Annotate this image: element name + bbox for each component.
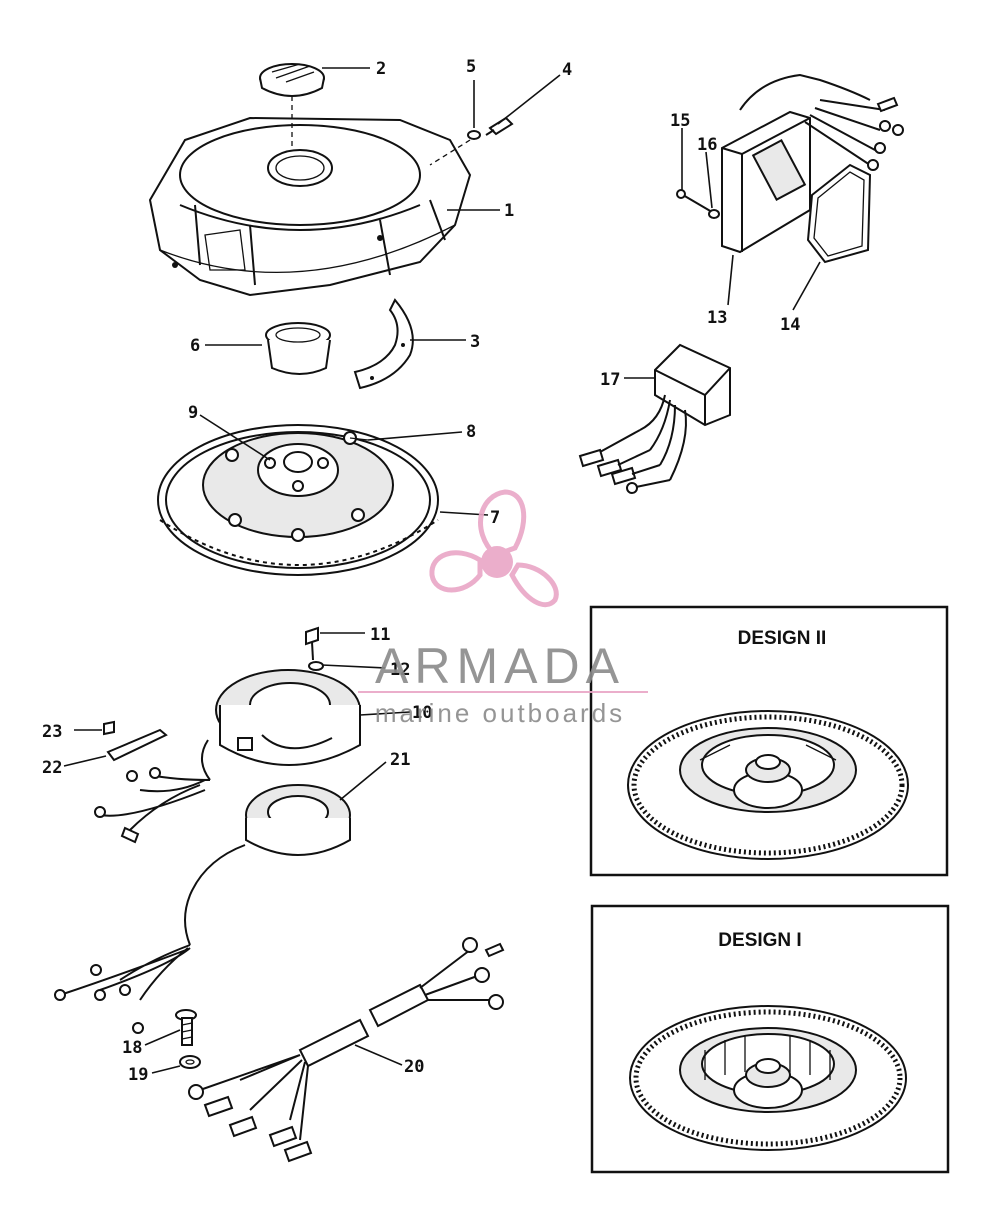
trigger-21 xyxy=(184,784,351,946)
callout-labels: 1 2 3 4 5 6 7 8 9 10 11 12 13 14 15 16 1… xyxy=(42,57,800,1085)
callout-20: 20 xyxy=(404,1057,424,1077)
design-i-flywheel xyxy=(629,1005,907,1151)
flywheel-cover xyxy=(148,116,472,297)
callout-19: 19 xyxy=(128,1065,148,1085)
callout-3: 3 xyxy=(470,332,480,352)
armada-watermark: ARMADA marine outboards xyxy=(358,489,648,728)
gasket-14 xyxy=(806,163,872,264)
screw-15 xyxy=(676,189,713,213)
callout-8: 8 xyxy=(466,422,476,442)
clip-22 xyxy=(106,728,168,762)
cover-cap xyxy=(259,63,325,150)
propeller-logo xyxy=(429,489,559,608)
callout-9: 9 xyxy=(188,403,198,423)
bushing-6 xyxy=(265,322,331,375)
rectifier-17 xyxy=(578,343,731,494)
design-ii-title: DESIGN II xyxy=(738,628,827,649)
harness-20 xyxy=(188,937,505,1163)
callout-17: 17 xyxy=(600,370,620,390)
callout-22: 22 xyxy=(42,758,62,778)
callout-14: 14 xyxy=(780,315,800,335)
screw-23 xyxy=(103,720,115,736)
washer-19 xyxy=(179,1055,201,1069)
watermark-brand: ARMADA xyxy=(375,638,625,694)
design-i-panel: DESIGN I xyxy=(590,904,950,1174)
callout-15: 15 xyxy=(670,111,690,131)
callout-2: 2 xyxy=(376,59,386,79)
stator-leads xyxy=(94,767,211,844)
callout-7: 7 xyxy=(490,508,500,528)
callout-5: 5 xyxy=(466,57,476,77)
washer-12 xyxy=(308,661,324,671)
trigger-leads xyxy=(54,944,191,1034)
callout-10: 10 xyxy=(412,703,432,723)
stator-10 xyxy=(201,669,361,781)
watermark-tagline: marine outboards xyxy=(375,698,625,728)
callout-13: 13 xyxy=(707,308,727,328)
design-ii-flywheel xyxy=(627,710,909,860)
callout-18: 18 xyxy=(122,1038,142,1058)
callout-23: 23 xyxy=(42,722,62,742)
callout-6: 6 xyxy=(190,336,200,356)
design-ii-panel: DESIGN II xyxy=(589,605,949,877)
screw-11 xyxy=(305,626,319,661)
flywheel xyxy=(157,424,439,576)
design-i-title: DESIGN I xyxy=(718,930,801,951)
screw-18 xyxy=(175,1009,197,1046)
callout-16: 16 xyxy=(697,135,717,155)
callout-21: 21 xyxy=(390,750,410,770)
bracket-3 xyxy=(353,298,414,390)
callout-1: 1 xyxy=(504,201,514,221)
callout-12: 12 xyxy=(390,660,410,680)
washer-5 xyxy=(467,130,481,140)
callout-11: 11 xyxy=(370,625,390,645)
washer-16 xyxy=(708,209,720,219)
callout-4: 4 xyxy=(562,60,572,80)
